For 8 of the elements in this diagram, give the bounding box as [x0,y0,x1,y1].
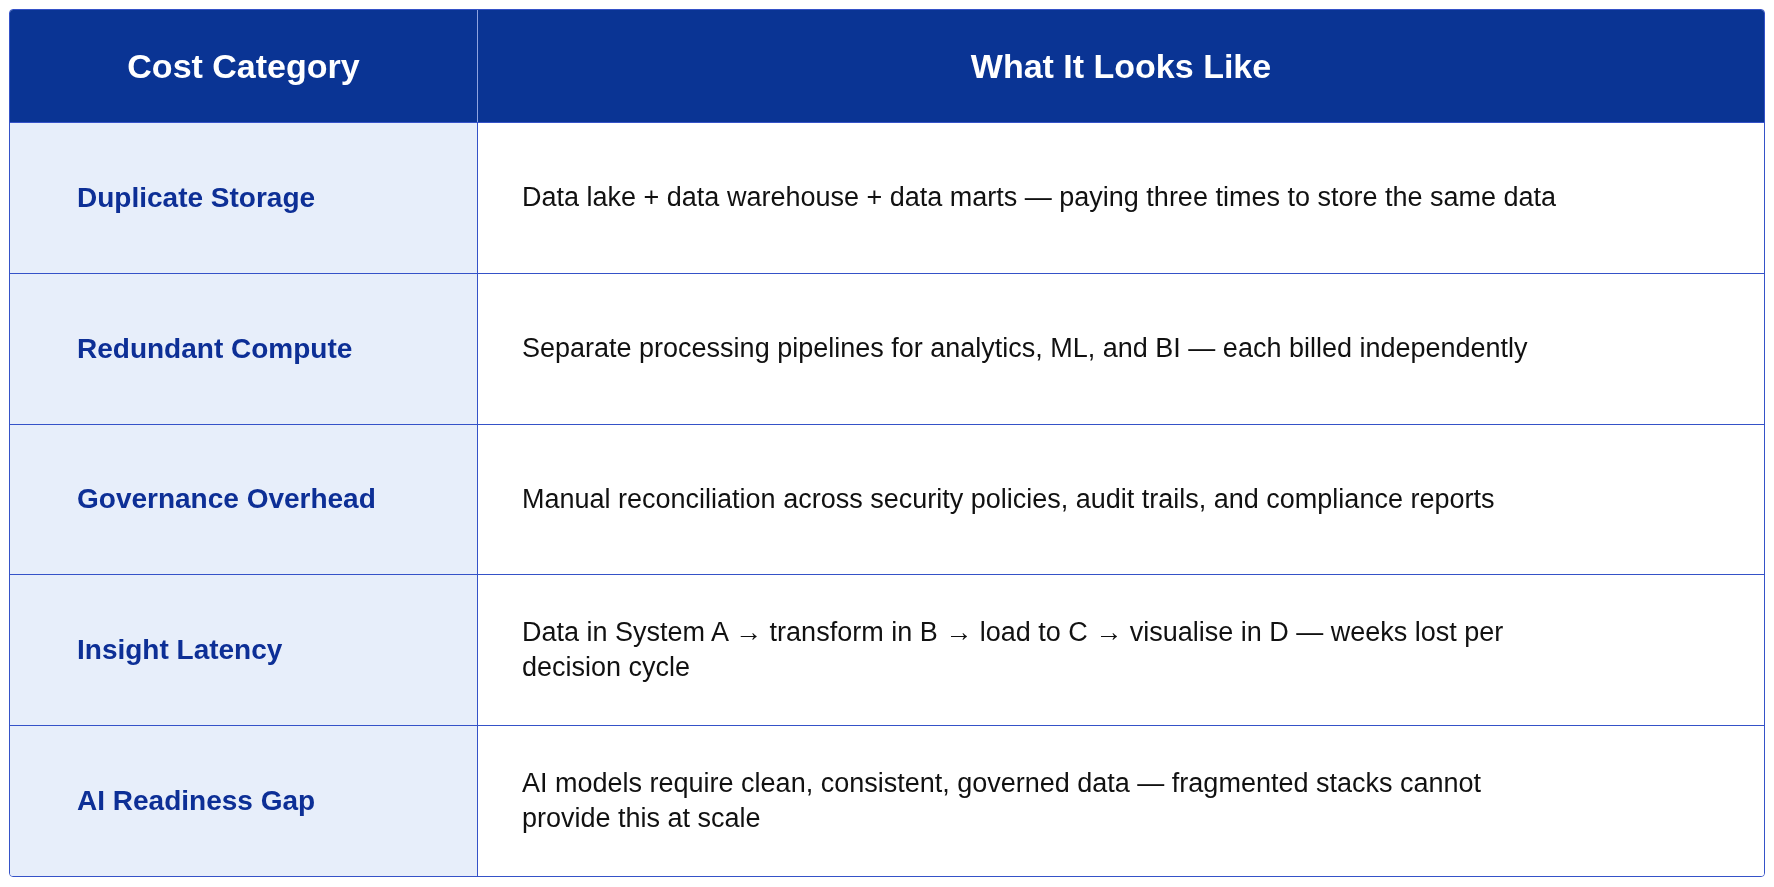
header-cell: What It Looks Like [478,10,1764,122]
category-cell: Governance Overhead [10,423,478,575]
header-cell: Cost Category [10,10,478,122]
category-cell: AI Readiness Gap [10,725,478,876]
description-cell: AI models require clean, consistent, governed data — fragmented stacks cannot provide this at scale [478,725,1764,876]
category-cell: Redundant Compute [10,272,478,424]
category-cell: Duplicate Storage [10,122,478,273]
category-cell: Insight Latency [10,574,478,726]
